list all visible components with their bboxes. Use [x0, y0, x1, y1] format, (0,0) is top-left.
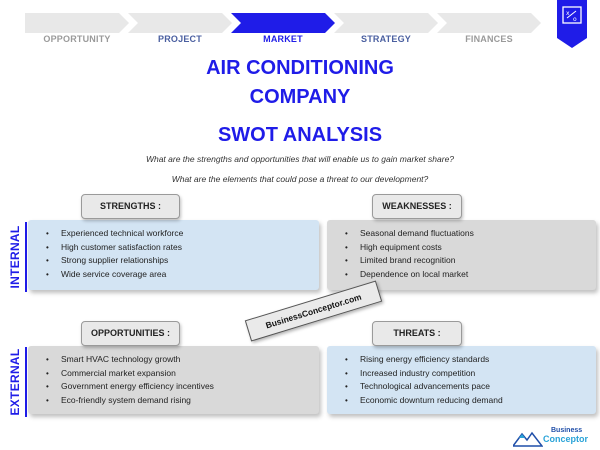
- process-nav: OPPORTUNITY PROJECT MARKET STRATEGY FINA…: [25, 13, 545, 44]
- nav-label-market: MARKET: [263, 34, 303, 44]
- opportunities-box: Smart HVAC technology growth Commercial …: [28, 346, 319, 414]
- list-item: Technological advancements pace: [345, 380, 586, 394]
- page-title-line1: AIR CONDITIONING: [206, 57, 394, 79]
- nav-step-strategy[interactable]: [334, 13, 438, 33]
- list-item: Smart HVAC technology growth: [46, 353, 309, 367]
- business-conceptor-logo: Business Conceptor: [513, 427, 593, 447]
- list-item: Government energy efficiency incentives: [46, 380, 309, 394]
- nav-step-opportunity[interactable]: [25, 13, 129, 33]
- nav-step-project[interactable]: [128, 13, 232, 33]
- list-item: Economic downturn reducing demand: [345, 394, 586, 408]
- question-2: What are the elements that could pose a …: [171, 174, 429, 184]
- weaknesses-list: Seasonal demand fluctuations High equipm…: [345, 227, 586, 282]
- strengths-header: STRENGTHS :: [81, 194, 180, 219]
- svg-text:x: x: [566, 10, 570, 17]
- logo-text-business: Business: [551, 427, 583, 434]
- strategy-badge-icon: x o: [557, 0, 587, 48]
- nav-label-project: PROJECT: [158, 34, 202, 44]
- list-item: Limited brand recognition: [345, 254, 586, 268]
- nav-arrow-shape: [334, 13, 438, 33]
- opportunities-list: Smart HVAC technology growth Commercial …: [46, 353, 309, 408]
- threats-box: Rising energy efficiency standards Incre…: [327, 346, 596, 414]
- page-title-swot: SWOT ANALYSIS: [217, 124, 383, 146]
- weaknesses-box: Seasonal demand fluctuations High equipm…: [327, 220, 596, 290]
- nav-arrow-shape: [128, 13, 232, 33]
- nav-label-strategy: STRATEGY: [361, 34, 411, 44]
- svg-text:o: o: [573, 16, 577, 23]
- list-item: Commercial market expansion: [46, 367, 309, 381]
- nav-label-opportunity: OPPORTUNITY: [43, 34, 111, 44]
- nav-arrow-shape: [231, 13, 335, 33]
- strengths-list: Experienced technical workforce High cus…: [46, 227, 309, 282]
- question-1: What are the strengths and opportunities…: [145, 154, 455, 164]
- list-item: Wide service coverage area: [46, 268, 309, 282]
- list-item: Seasonal demand fluctuations: [345, 227, 586, 241]
- mountain-logo-icon: [513, 431, 543, 447]
- logo-text-conceptor: Conceptor: [543, 434, 588, 444]
- internal-divider: [25, 222, 27, 292]
- external-divider: [25, 347, 27, 417]
- nav-step-market[interactable]: [231, 13, 335, 33]
- opportunities-header: OPPORTUNITIES :: [81, 321, 180, 346]
- nav-step-finances[interactable]: [437, 13, 541, 33]
- page-title-line2: COMPANY: [249, 86, 351, 108]
- nav-arrow-shape: [25, 13, 129, 33]
- list-item: High customer satisfaction rates: [46, 241, 309, 255]
- internal-label: INTERNAL: [8, 225, 22, 289]
- list-item: Increased industry competition: [345, 367, 586, 381]
- list-item: Experienced technical workforce: [46, 227, 309, 241]
- weaknesses-header: WEAKNESSES :: [372, 194, 462, 219]
- list-item: Rising energy efficiency standards: [345, 353, 586, 367]
- nav-arrow-shape: [437, 13, 541, 33]
- threats-list: Rising energy efficiency standards Incre…: [345, 353, 586, 408]
- threats-header: THREATS :: [372, 321, 462, 346]
- list-item: Strong supplier relationships: [46, 254, 309, 268]
- list-item: Eco-friendly system demand rising: [46, 394, 309, 408]
- list-item: High equipment costs: [345, 241, 586, 255]
- nav-label-finances: FINANCES: [465, 34, 513, 44]
- strengths-box: Experienced technical workforce High cus…: [28, 220, 319, 290]
- external-label: EXTERNAL: [8, 348, 22, 416]
- list-item: Dependence on local market: [345, 268, 586, 282]
